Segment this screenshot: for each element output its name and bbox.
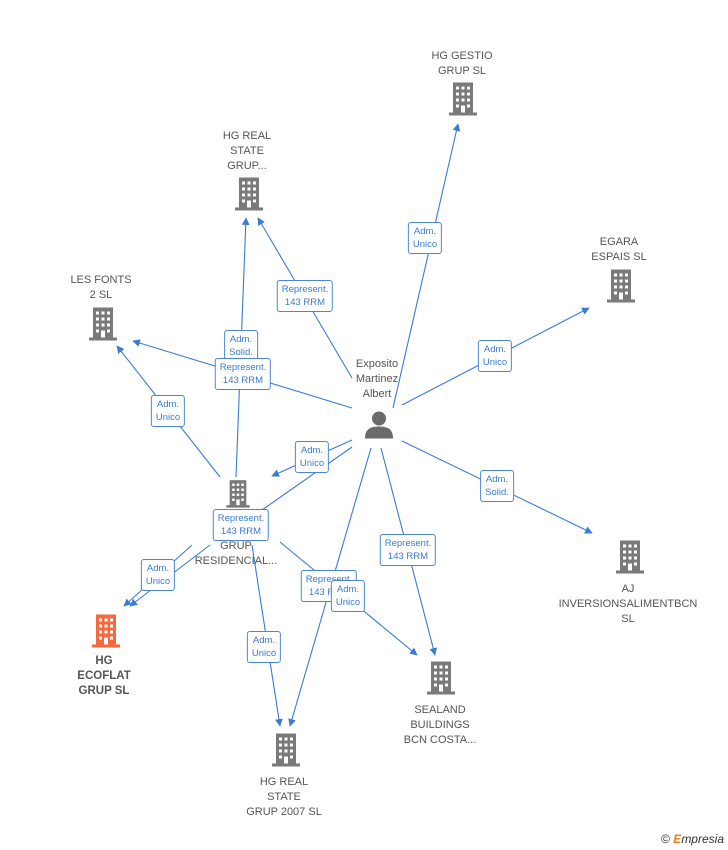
edge-label-represent-grup: Represent. 143 RRM — [212, 509, 270, 541]
edge-label-represent-real-state: Represent. 143 RRM — [276, 280, 334, 312]
building-icon-hg-ecoflat[interactable] — [90, 613, 122, 654]
edge-label-adm-unico-2007: Adm. Unico — [246, 631, 282, 663]
node-label-egara[interactable]: EGARA ESPAIS SL — [591, 236, 647, 263]
edge-person-grup-lower — [261, 446, 353, 511]
node-label-aj[interactable]: AJ INVERSIONSALIMENTBCN SL — [558, 583, 698, 625]
edge-label-adm-solid-center: Adm. Solid. — [224, 330, 258, 362]
person-icon[interactable] — [364, 410, 394, 445]
building-icon-les-fonts[interactable] — [87, 306, 119, 347]
building-icon-hg-real-state-grup[interactable] — [233, 176, 265, 217]
edge-label-adm-solid-aj: Adm. Solid. — [480, 470, 514, 502]
building-icon-hg-real-2007[interactable] — [270, 732, 302, 773]
building-icon-aj[interactable] — [614, 539, 646, 580]
edge-label-adm-unico-gestio: Adm. Unico — [407, 222, 443, 254]
brand-name: mpresia — [681, 832, 724, 846]
edge-label-adm-unico-person-grup: Adm. Unico — [294, 441, 330, 473]
node-label-person[interactable]: Exposito Martinez Albert — [355, 358, 399, 400]
node-label-hg-gestio[interactable]: HG GESTIO GRUP SL — [431, 50, 493, 77]
edge-label-adm-unico-fonts: Adm. Unico — [150, 395, 186, 427]
node-label-sealand[interactable]: SEALAND BUILDINGS BCN COSTA... — [403, 704, 477, 746]
node-label-hg-real-state-grup[interactable]: HG REAL STATE GRUP... — [222, 130, 272, 172]
node-label-les-fonts[interactable]: LES FONTS 2 SL — [70, 274, 132, 301]
edge-label-represent-center: Represent. 143 RRM — [214, 358, 272, 390]
node-label-hg-ecoflat[interactable]: HG ECOFLAT GRUP SL — [77, 655, 131, 697]
node-label-hg-real-2007[interactable]: HG REAL STATE GRUP 2007 SL — [246, 776, 322, 818]
edge-label-represent-sealand: Represent. 143 RRM — [379, 534, 437, 566]
edge-label-adm-unico-egara: Adm. Unico — [477, 340, 513, 372]
building-icon-egara[interactable] — [605, 268, 637, 309]
brand-initial: E — [673, 832, 682, 846]
edges — [116, 123, 593, 727]
copyright-symbol: © — [661, 832, 670, 846]
edge-person-hg-gestio — [392, 123, 461, 409]
building-icon-hg-gestio[interactable] — [447, 81, 479, 122]
building-icon-sealand[interactable] — [425, 660, 457, 701]
footer-brand: © Empresia — [661, 832, 724, 846]
edge-label-adm-unico-lower: Adm. Unico — [330, 580, 366, 612]
node-label-grup-residencial[interactable]: GRUP RESIDENCIAL... — [194, 540, 278, 567]
edge-label-adm-unico-ecoflat: Adm. Unico — [140, 559, 176, 591]
